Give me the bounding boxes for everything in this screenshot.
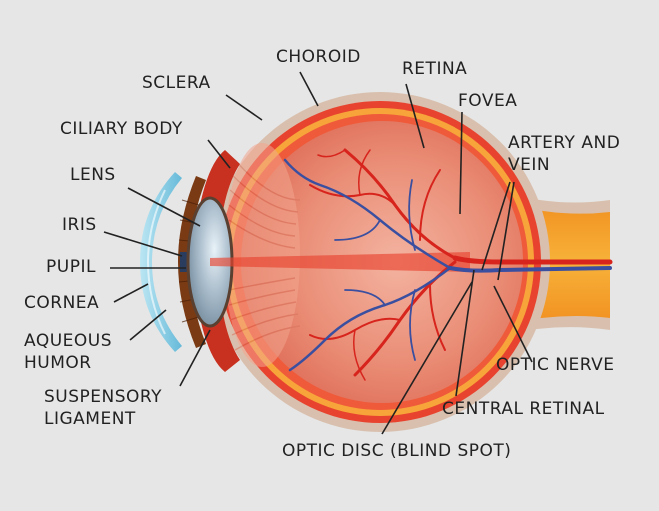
label-ciliary-body: CILIARY BODY: [60, 119, 183, 139]
leader-lines: [103, 71, 533, 435]
label-aqueous-humor-line1: AQUEOUS: [24, 331, 113, 351]
label-aqueous-humor-line2: HUMOR: [24, 353, 92, 373]
label-artery-and-vein-line2: VEIN: [508, 155, 551, 175]
label-suspensory-ligament-line1: SUSPENSORY: [44, 387, 163, 407]
label-central-retinal: CENTRAL RETINAL: [442, 399, 605, 419]
label-lens: LENS: [70, 165, 116, 185]
label-iris: IRIS: [62, 215, 97, 235]
central-band: [210, 252, 470, 272]
label-artery-and-vein: ARTERY AND VEIN: [508, 132, 620, 176]
label-optic-disc: OPTIC DISC (BLIND SPOT): [282, 441, 512, 461]
label-optic-nerve: OPTIC NERVE: [496, 355, 615, 375]
label-choroid: CHOROID: [276, 47, 361, 67]
label-fovea: FOVEA: [458, 91, 518, 111]
arteries: [309, 148, 613, 381]
label-cornea: CORNEA: [24, 293, 100, 313]
label-sclera: SCLERA: [142, 73, 211, 93]
label-retina: RETINA: [402, 59, 468, 79]
label-suspensory-ligament: SUSPENSORY LIGAMENT: [44, 386, 162, 430]
label-pupil: PUPIL: [46, 257, 96, 277]
label-aqueous-humor: AQUEOUS HUMOR: [24, 330, 112, 374]
ciliary-fibers: [224, 143, 301, 367]
label-suspensory-ligament-line2: LIGAMENT: [44, 409, 136, 429]
label-artery-and-vein-line1: ARTERY AND: [508, 133, 621, 153]
